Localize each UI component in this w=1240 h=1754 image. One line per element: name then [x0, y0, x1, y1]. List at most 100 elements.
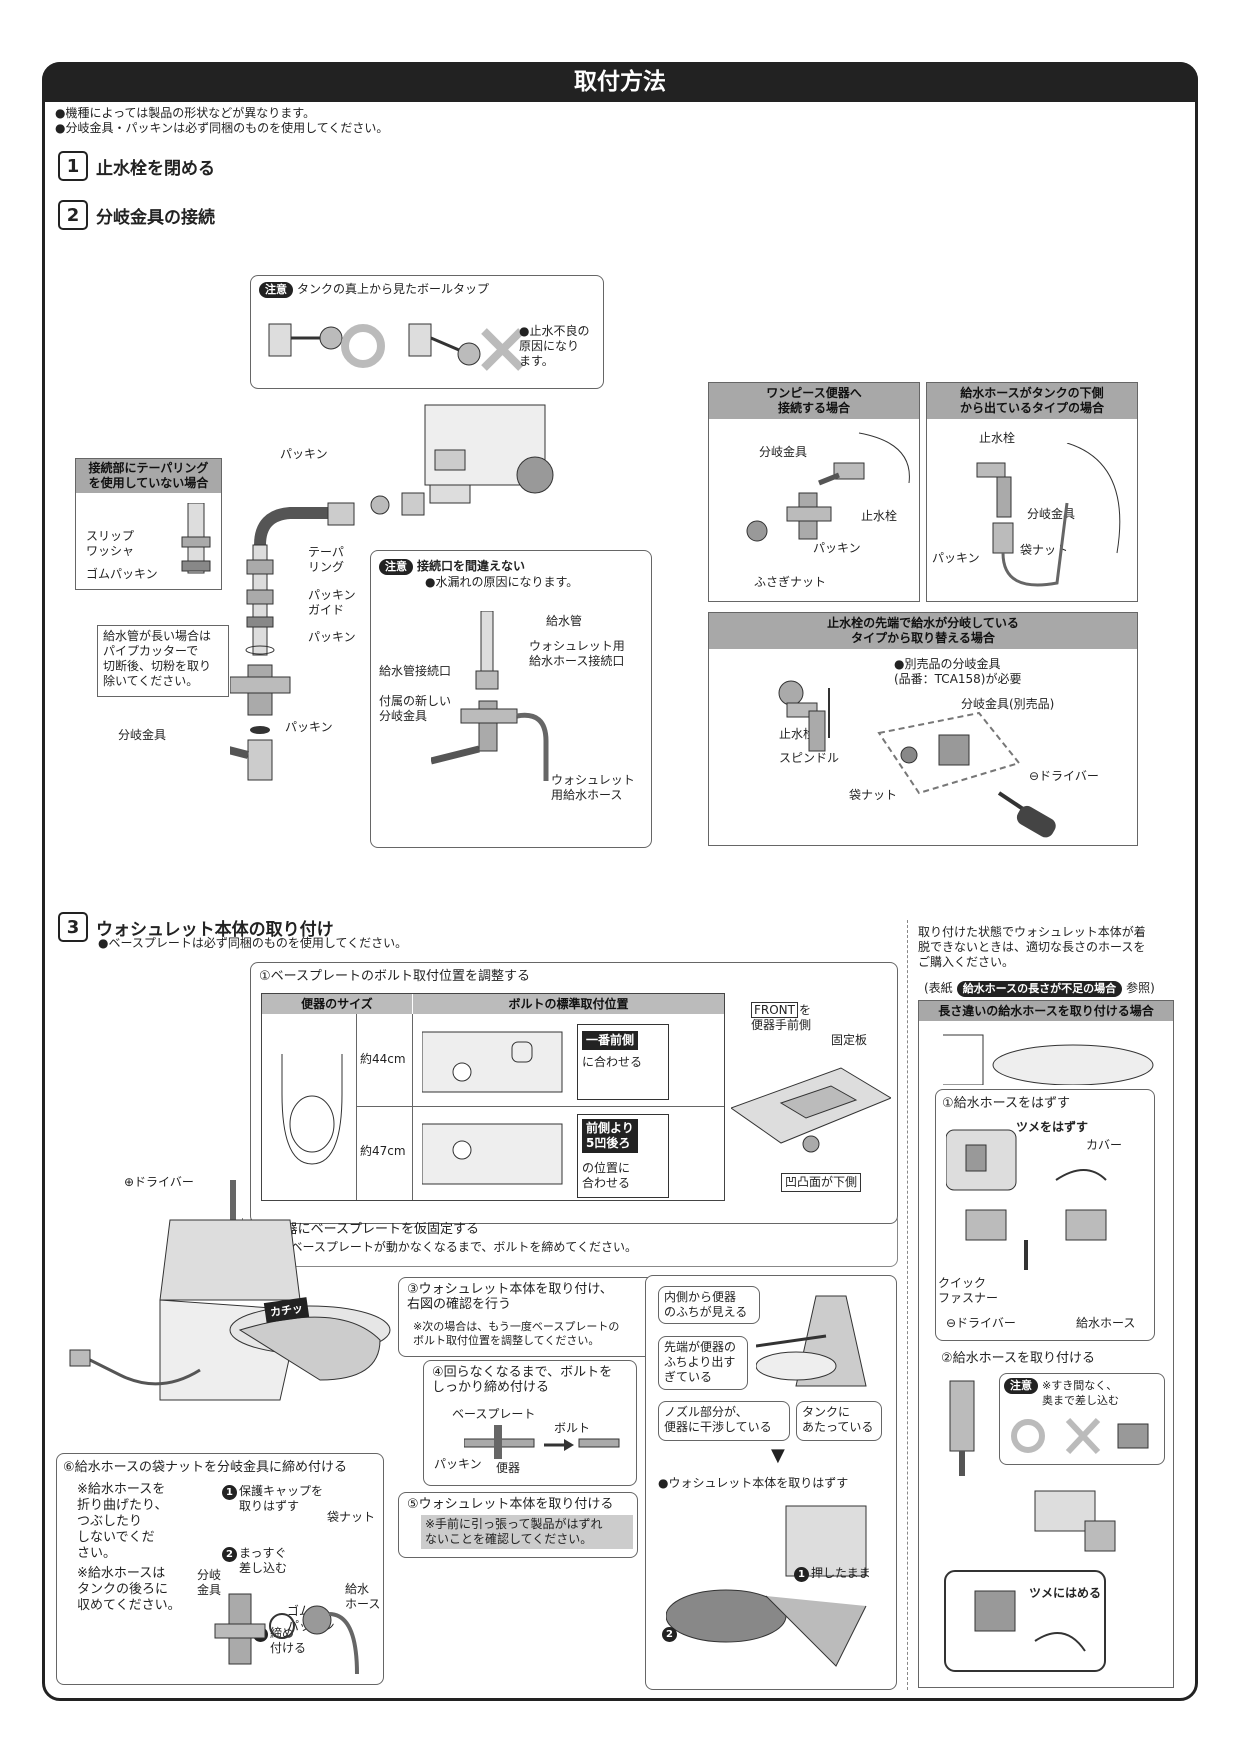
caution-ball-tap-text: タンクの真上から見たボールタップ: [297, 282, 490, 296]
tag-box-1: 一番前側 に合わせる: [577, 1024, 669, 1100]
under-tank-branch-label: 分岐金具: [1027, 507, 1076, 521]
onepiece-packing-label: パッキン: [813, 541, 861, 555]
packing-low-label: パッキン: [285, 720, 333, 734]
under-tank-title: 給水ホースがタンクの下側 から出ているタイプの場合: [927, 383, 1137, 419]
replace-title: 止水栓の先端で給水が分岐している タイプから取り替える場合: [709, 613, 1137, 649]
sub6-branch: 分岐 金具: [197, 1568, 222, 1597]
bolt-pos-diagram-2: [422, 1123, 563, 1185]
r2-caution-box: 注意※すき間なく、 奥まで差し込む: [999, 1373, 1165, 1465]
sub6-step-2-num: 2: [222, 1547, 237, 1562]
plus-driver-label: ⊕ドライバー: [124, 1175, 194, 1189]
sub5-label: ⑤ウォシュレット本体を取り付ける: [407, 1497, 614, 1512]
caution-ball-tap-box: 注意タンクの真上から見たボールタップ ●止水不良の 原因になり ます。: [250, 275, 604, 389]
fixed-plate-label: 固定板: [831, 1033, 868, 1047]
sub4-base-plate: ベースプレート: [452, 1407, 536, 1421]
r1-cover: カバー: [1086, 1138, 1123, 1152]
sub6-bag-nut: 袋ナット: [327, 1510, 376, 1524]
right-panel-head: 長さ違いの給水ホースを取り付ける場合: [919, 1001, 1173, 1021]
caution-connect-box: 注意接続口を間違えない ●水漏れの原因になります。 給水管 給水管接続口 ウォシ…: [370, 550, 652, 848]
caution-badge: 注意: [259, 282, 293, 298]
replace-spindle-label: スピンドル: [779, 751, 840, 765]
check-toilet-illustration: [756, 1295, 867, 1387]
sub6-label: ⑥給水ホースの袋ナットを分岐金具に締め付ける: [63, 1460, 348, 1475]
sub3-note: ※次の場合は、もう一度ベースプレートの ボルト取付位置を調整してください。: [413, 1320, 620, 1347]
intro-note-2: ●分岐金具・パッキンは必ず同梱のものを使用してください。: [55, 121, 389, 135]
rubber-packing-label: ゴムパッキン: [86, 567, 158, 581]
sub3-box: ③ウォシュレット本体を取り付け、 右図の確認を行う ※次の場合は、もう一度ベース…: [398, 1277, 658, 1357]
sub6-hose: 給水 ホース: [345, 1582, 381, 1611]
push-label: 押したまま: [811, 1566, 871, 1580]
check-2: 先端が便器の ふちより出す ぎている: [658, 1336, 748, 1390]
under-tank-packing-label: パッキン: [932, 551, 980, 565]
r2-install-illustration: [944, 1490, 1116, 1672]
remove-illustration: [666, 1505, 867, 1667]
under-tank-bag-nut-label: 袋ナット: [1020, 543, 1069, 557]
onepiece-illustration: [746, 432, 910, 542]
tank-illustration: [424, 404, 554, 494]
sub4-label: ④回らなくなるまで、ボルトを しっかり締め付ける: [432, 1365, 613, 1395]
r1-tsume-off: ツメをはずす: [1016, 1120, 1089, 1134]
remove-label: ●ウォシュレット本体を取りはずす: [658, 1476, 849, 1490]
replace-stop-valve-label: 止水栓: [779, 727, 816, 741]
right-panel-box: 長さ違いの給水ホースを取り付ける場合 ①給水ホースをはずす ツメをはずす カバー…: [918, 1000, 1174, 1688]
r1-label: ①給水ホースをはずす: [942, 1096, 1071, 1111]
replace-driver-label: ⊖ドライバー: [1029, 769, 1099, 783]
toilet-seat-illustration: [281, 1054, 343, 1165]
sub1-label: ①ベースプレートのボルト取付位置を調整する: [259, 969, 531, 984]
no-taper-ring-title: 接続部にテーパリング を使用していない場合: [76, 459, 221, 493]
r2-caution-illustration: [1011, 1417, 1149, 1455]
page-title: 取付方法: [42, 62, 1198, 102]
step-2: 2 分岐金具の接続: [58, 200, 215, 230]
replace-note: ●別売品の分岐金具 (品番：TCA158)が必要: [894, 657, 1022, 686]
slip-washer-label: スリップ ワッシャ: [86, 529, 135, 558]
check-4: タンクに あたっている: [796, 1401, 882, 1441]
tag-2-sub: の位置に 合わせる: [582, 1161, 631, 1190]
base-plate-illustration: [731, 1067, 891, 1153]
under-tank-box: 給水ホースがタンクの下側 から出ているタイプの場合 止水栓 分岐金具 パッキン …: [926, 382, 1138, 602]
sub5-note: ※手前に引っ張って製品がはずれ ないことを確認してください。: [421, 1515, 633, 1549]
step-3-label: ウォシュレット本体の取り付け: [96, 919, 334, 940]
r2-caution: ※すき間なく、 奥まで差し込む: [1042, 1379, 1119, 1407]
tag-2-title: 前側より 5凹後ろ: [582, 1119, 638, 1153]
r1-box: ①給水ホースをはずす ツメをはずす カバー クイック ファスナー ⊖ドライバー …: [935, 1089, 1155, 1341]
onepiece-box: ワンピース便器へ 接続する場合 分岐金具 止水栓 パッキン ふさぎナット: [708, 382, 920, 602]
onepiece-stop-valve-label: 止水栓: [861, 509, 898, 523]
bolt-position-table: 便器のサイズ ボルトの標準取付位置 約44cm 約47cm 一番前側 に合わせる…: [261, 993, 725, 1201]
push-step-num: 1: [794, 1567, 809, 1582]
size-row-2: 約47cm: [360, 1144, 406, 1158]
size-row-1: 約44cm: [360, 1052, 406, 1066]
sub4-toilet: 便器: [496, 1461, 521, 1475]
col-position-header: ボルトの標準取付位置: [413, 994, 724, 1014]
caution-connect-badge: 注意: [379, 559, 413, 575]
check-1: 内側から便器 のふちが見える: [658, 1286, 760, 1324]
sub4-packing: パッキン: [434, 1457, 482, 1471]
caution-connect-sub: ●水漏れの原因になります。: [425, 575, 579, 589]
new-fitting-label: 付属の新しい 分岐金具: [379, 694, 452, 723]
bolt-pos-diagram-1: [422, 1031, 563, 1093]
front-note: を 便器手前側: [751, 1003, 812, 1032]
right-ref-prefix: (表紙: [924, 981, 953, 995]
supply-port-label: 給水管接続口: [379, 664, 452, 678]
step-1: 1 止水栓を閉める: [58, 151, 215, 181]
front-label: FRONT: [751, 1002, 798, 1018]
packing-mid-label: パッキン: [308, 630, 356, 644]
replace-illustration: [778, 680, 1056, 838]
sub6-box: ⑥給水ホースの袋ナットを分岐金具に締め付ける ※給水ホースを 折り曲げたり、 つ…: [56, 1453, 384, 1685]
sub6-note-2: ※給水ホースは タンクの後ろに 収めてください。: [77, 1566, 181, 1613]
pipe-cut-note-text: 給水管が長い場合は パイプカッターで 切断後、切粉を取り 除いてください。: [103, 629, 212, 688]
sub6-step-2: まっすぐ 差し込む: [239, 1546, 288, 1575]
right-panel-divider: [907, 920, 908, 1690]
check-3-text: ノズル部分が、 便器に干渉している: [664, 1405, 772, 1434]
sub6-step-1-num: 1: [222, 1485, 237, 1500]
step-2-label: 分岐金具の接続: [96, 207, 215, 228]
tag-1-title: 一番前側: [582, 1031, 639, 1050]
packing-top-label: パッキン: [280, 447, 328, 461]
check-4-text: タンクに あたっている: [802, 1405, 874, 1434]
r2-tsume-on: ツメにはめる: [1029, 1586, 1102, 1600]
step-1-number: 1: [58, 151, 88, 181]
tag-box-2: 前側より 5凹後ろ の位置に 合わせる: [577, 1114, 669, 1198]
supply-pipe-label: 給水管: [546, 614, 583, 628]
pull-step-num: 2: [662, 1627, 677, 1642]
no-taper-ring-box: 接続部にテーパリング を使用していない場合 スリップ ワッシャ ゴムパッキン: [75, 458, 222, 590]
connect-illustration: [431, 611, 549, 781]
